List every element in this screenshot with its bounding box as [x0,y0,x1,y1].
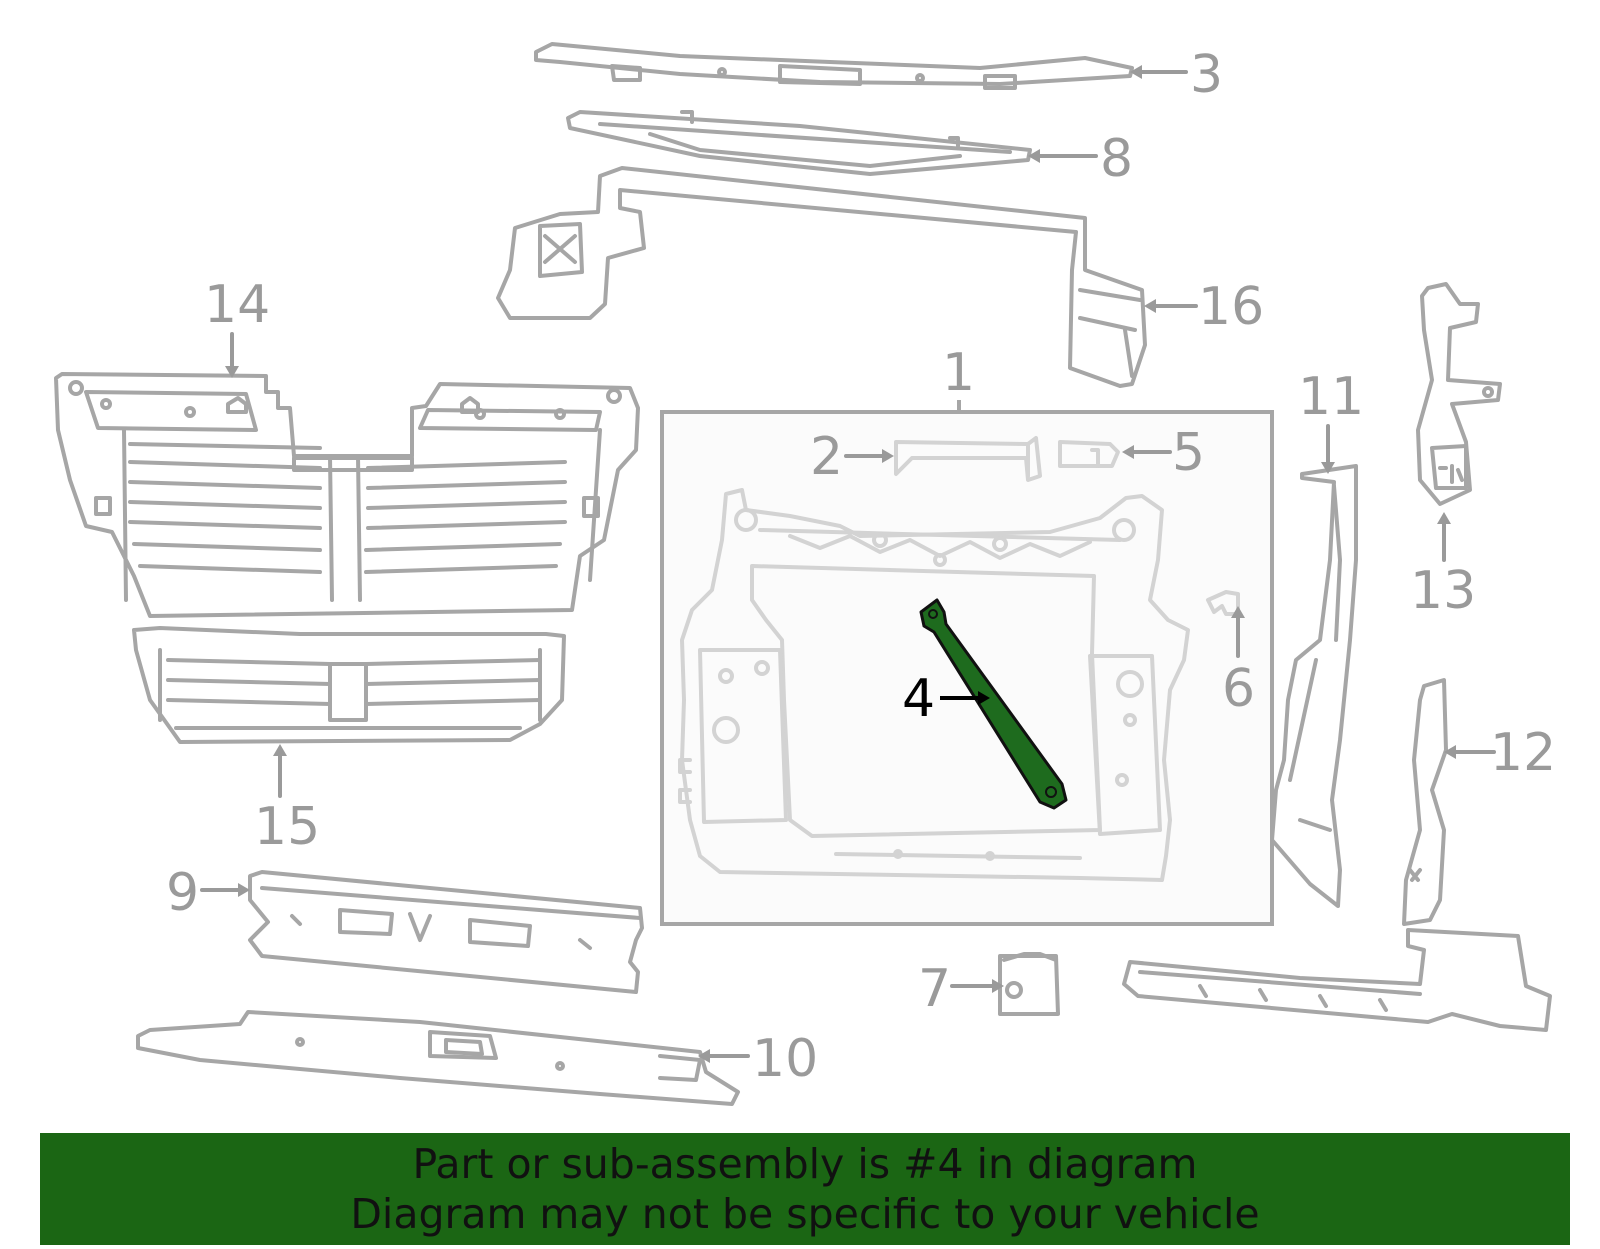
callout-3: 3 [1190,45,1223,105]
callout-10: 10 [752,1029,818,1089]
parts-diagram: 3 8 16 14 1 2 5 11 13 6 4 12 15 9 7 10 [54,42,1556,1106]
info-banner: Part or sub-assembly is #4 in diagram Di… [40,1133,1570,1245]
part-3-upper-tie-bar [534,42,1134,90]
part-7-bracket [998,952,1060,1016]
part-15-lower-shutter [132,626,566,744]
banner-line-1: Part or sub-assembly is #4 in diagram [412,1140,1198,1188]
callout-4: 4 [902,669,935,729]
part-12-side-member [1122,678,1552,1032]
part-14-grille-shutter [54,372,640,618]
callout-13: 13 [1410,561,1476,621]
callout-1: 1 [942,343,975,403]
callout-11: 11 [1298,367,1364,427]
callout-15: 15 [254,797,320,857]
callout-6: 6 [1222,659,1255,719]
part-10-air-deflector [136,1010,740,1106]
callout-2: 2 [810,427,843,487]
part-8-upper-support [566,110,1032,176]
callout-9: 9 [166,863,199,923]
callout-7: 7 [918,959,951,1019]
banner-line-2: Diagram may not be specific to your vehi… [350,1190,1260,1238]
callout-16: 16 [1198,277,1264,337]
callout-12: 12 [1490,723,1556,783]
part-13-upper-bracket [1416,282,1502,506]
callout-14: 14 [204,275,270,335]
part-16-radiator-bracket [496,166,1147,388]
part-9-lower-support [248,870,644,994]
callout-5: 5 [1172,423,1205,483]
callout-8: 8 [1100,129,1133,189]
part-4-diagonal-brace [919,598,1068,810]
part-11-side-bracket [1270,464,1358,908]
